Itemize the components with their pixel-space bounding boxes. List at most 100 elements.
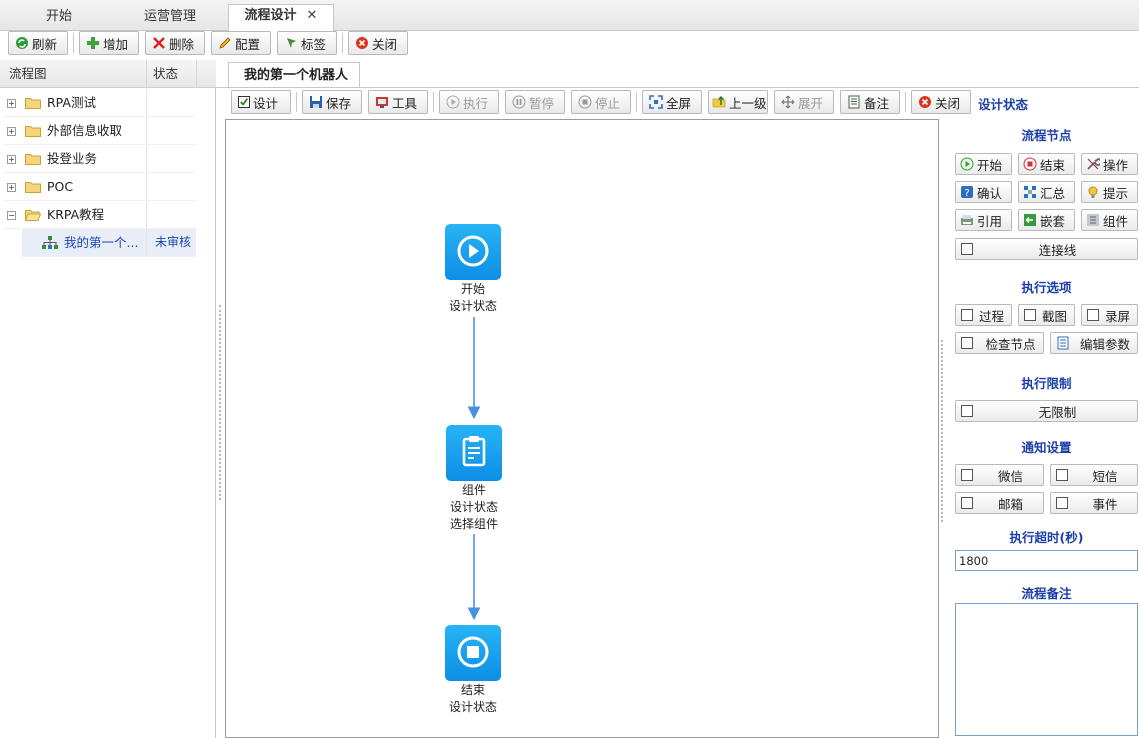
tab-flow-design[interactable]: 流程设计✕ [228, 4, 334, 31]
node-reference-button[interactable]: 引用 [955, 209, 1012, 231]
tree-item-krpa-tutorial[interactable]: − KRPA教程 [3, 201, 196, 229]
flow-canvas[interactable]: 开始 设计状态 组件 设计状态 选择组件 结束 设计状态 [225, 119, 939, 738]
fullscreen-button[interactable]: 全屏 [642, 90, 702, 114]
checkbox-icon [1056, 469, 1068, 481]
tag-button[interactable]: 标签 [277, 31, 337, 55]
node-hint-button[interactable]: 提示 [1081, 181, 1138, 203]
reference-icon [960, 213, 974, 227]
checkbox-checked-icon [238, 96, 250, 108]
expand-icon[interactable]: + [7, 183, 16, 192]
check-nodes-label: 检查节点 [985, 336, 1036, 352]
edit-params-button[interactable]: 编辑参数 [1050, 332, 1138, 354]
tree-item-rpa-test[interactable]: + RPA测试 [3, 89, 196, 117]
sms-checkbox[interactable]: 短信 [1050, 464, 1138, 486]
play-icon [446, 95, 460, 109]
flow-note-textarea[interactable] [955, 603, 1138, 736]
connector-checkbox[interactable]: 连接线 [955, 238, 1138, 260]
note-button[interactable]: 备注 [840, 90, 900, 114]
checkbox-icon [1056, 497, 1068, 509]
node-end-button[interactable]: 结束 [1018, 153, 1075, 175]
tab-close-icon[interactable]: ✕ [306, 8, 318, 23]
expand-icon[interactable]: + [7, 155, 16, 164]
tree-item-label: 外部信息收取 [47, 123, 123, 138]
run-button[interactable]: 执行 [439, 90, 499, 114]
expand-icon[interactable]: + [7, 127, 16, 136]
folder-icon [25, 152, 41, 165]
section-notify-title: 通知设置 [1021, 440, 1072, 455]
node-component-button[interactable]: 组件 [1081, 209, 1138, 231]
tab-my-first-robot[interactable]: 我的第一个机器人✕ [228, 62, 360, 108]
design-close-button[interactable]: 关闭 [911, 90, 971, 114]
checkbox-icon [961, 469, 973, 481]
email-checkbox[interactable]: 邮箱 [955, 492, 1044, 514]
tag-label: 标签 [301, 36, 327, 52]
up-level-button[interactable]: 上一级 [708, 90, 768, 114]
event-checkbox[interactable]: 事件 [1050, 492, 1138, 514]
tab-operations[interactable]: 运营管理 [130, 6, 210, 30]
tree-item-external-info[interactable]: + 外部信息收取 [3, 117, 196, 145]
node-nested-label: 嵌套 [1040, 213, 1066, 229]
expand-button[interactable]: 展开 [774, 90, 834, 114]
node-operation-label: 操作 [1103, 157, 1129, 173]
close-button[interactable]: 关闭 [348, 31, 408, 55]
pause-button[interactable]: 暂停 [505, 90, 565, 114]
save-button[interactable]: 保存 [302, 90, 362, 114]
note-label: 备注 [864, 95, 890, 111]
toolbar-divider [636, 92, 637, 112]
checkbox-icon [961, 309, 973, 321]
delete-button[interactable]: 删除 [145, 31, 205, 55]
delete-x-icon [152, 36, 166, 50]
close-label: 关闭 [372, 36, 398, 52]
tree-item-poc[interactable]: + POC [3, 173, 196, 201]
config-label: 配置 [235, 36, 261, 52]
timeout-input[interactable] [955, 550, 1138, 571]
left-splitter[interactable] [219, 305, 222, 500]
recording-checkbox[interactable]: 录屏 [1081, 304, 1138, 326]
right-splitter[interactable] [941, 340, 944, 522]
tree-item-my-first-robot[interactable]: 我的第一个... 未审核 [22, 229, 196, 257]
screenshot-checkbox[interactable]: 截图 [1018, 304, 1075, 326]
add-button[interactable]: 增加 [79, 31, 139, 55]
unlimited-checkbox[interactable]: 无限制 [955, 400, 1138, 422]
flow-tree-panel: 流程图 状态 + RPA测试 + 外部信息收取 + 投登业务 + POC − K… [0, 60, 216, 738]
close-circle-icon [918, 95, 932, 109]
checkbox-icon [961, 497, 973, 509]
expand-icon[interactable]: + [7, 99, 16, 108]
move-arrows-icon [781, 95, 795, 109]
tree-item-label: POC [47, 179, 74, 194]
collapse-icon[interactable]: − [7, 211, 16, 220]
node-summary-button[interactable]: 汇总 [1018, 181, 1075, 203]
tree-item-label: KRPA教程 [47, 207, 105, 222]
tools-icon [375, 95, 389, 109]
checkbox-icon [1024, 309, 1036, 321]
list-icon [1056, 336, 1070, 350]
process-checkbox[interactable]: 过程 [955, 304, 1012, 326]
tools-button[interactable]: 工具 [368, 90, 428, 114]
tree-header: 流程图 状态 [0, 60, 216, 88]
node-operation-button[interactable]: 操作 [1081, 153, 1138, 175]
node-summary-label: 汇总 [1040, 185, 1066, 201]
folder-icon [25, 124, 41, 137]
stop-icon [578, 95, 592, 109]
flow-connectors [467, 317, 481, 621]
wechat-checkbox[interactable]: 微信 [955, 464, 1044, 486]
refresh-button[interactable]: 刷新 [8, 31, 68, 55]
tree-item-touden[interactable]: + 投登业务 [3, 145, 196, 173]
node-reference-label: 引用 [977, 213, 1003, 229]
design-toggle-button[interactable]: 设计 [231, 90, 291, 114]
flow-node-component[interactable] [446, 425, 502, 481]
node-confirm-button[interactable]: ?确认 [955, 181, 1012, 203]
tree-item-label: RPA测试 [47, 95, 96, 110]
stop-circle-icon [457, 636, 489, 668]
flow-node-end[interactable] [445, 625, 501, 681]
node-nested-button[interactable]: 嵌套 [1018, 209, 1075, 231]
tab-start[interactable]: 开始 [28, 6, 90, 30]
flow-node-start-label: 开始 设计状态 [413, 281, 533, 315]
node-start-button[interactable]: 开始 [955, 153, 1012, 175]
config-button[interactable]: 配置 [211, 31, 271, 55]
flow-node-start[interactable] [445, 224, 501, 280]
recording-label: 录屏 [1105, 308, 1131, 324]
check-nodes-checkbox[interactable]: 检查节点 [955, 332, 1044, 354]
stop-button[interactable]: 停止 [571, 90, 631, 114]
save-label: 保存 [326, 95, 352, 111]
